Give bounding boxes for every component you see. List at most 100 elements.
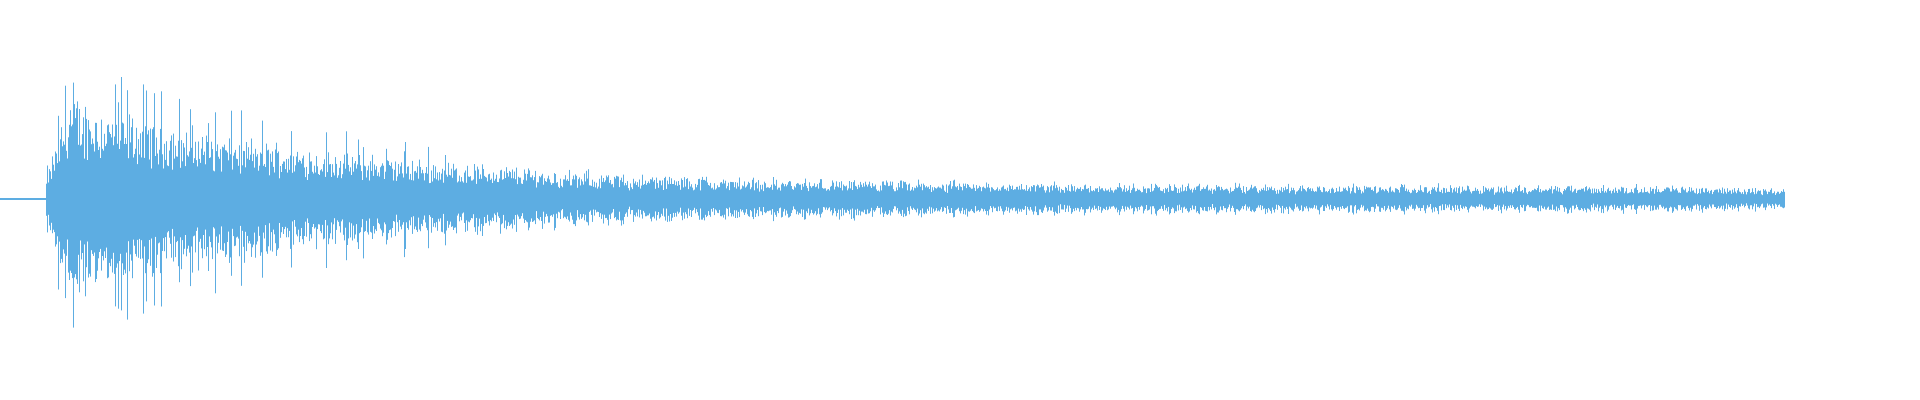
waveform-sample [97,141,98,271]
waveform-sample [1728,192,1729,205]
waveform-sample [1309,189,1310,208]
waveform-sample [1702,187,1703,213]
waveform-sample [470,176,471,221]
waveform-sample [1114,190,1115,208]
waveform-sample [1350,193,1351,206]
waveform-sample [1611,193,1612,205]
waveform-sample [1752,188,1753,210]
waveform-sample [1030,191,1031,207]
waveform-sample [948,185,949,210]
waveform-sample [1541,192,1542,206]
waveform-sample [862,187,863,212]
waveform-sample [679,184,680,213]
waveform-sample [832,180,833,216]
waveform-sample [1659,191,1660,205]
waveform-sample [720,182,721,217]
waveform-sample [1745,191,1746,206]
waveform-sample [603,178,604,224]
waveform-sample [1097,188,1098,211]
waveform-sample [1260,191,1261,206]
waveform-sample [1536,190,1537,208]
waveform-sample [47,165,48,233]
waveform-sample [1710,190,1711,207]
waveform-sample [1284,190,1285,209]
waveform-sample [685,186,686,213]
waveform-sample [360,165,361,233]
waveform-sample [1095,188,1096,210]
waveform-sample [667,180,668,222]
waveform-sample [758,180,759,217]
waveform-sample [850,188,851,210]
waveform-sample [237,159,238,237]
waveform-sample [792,189,793,211]
waveform-sample [246,142,247,252]
waveform-sample [567,179,568,217]
waveform-sample [1580,189,1581,210]
waveform-sample [1423,192,1424,206]
waveform-sample [830,186,831,212]
waveform-sample [423,173,424,220]
waveform-sample [1660,192,1661,205]
waveform-sample [858,184,859,216]
waveform-sample [479,178,480,219]
waveform-sample [1262,190,1263,206]
waveform-sample [1578,189,1579,210]
waveform-sample [236,158,237,238]
waveform-sample [697,184,698,213]
waveform-sample [1280,190,1281,208]
waveform-sample [1606,192,1607,206]
waveform-sample [898,183,899,214]
waveform-sample [866,184,867,215]
waveform-sample [78,144,79,255]
waveform-sample [636,185,637,213]
waveform-sample [1748,189,1749,209]
waveform-sample [783,183,784,212]
waveform-sample [1363,192,1364,206]
waveform-sample [929,189,930,207]
waveform-sample [749,183,750,217]
waveform-sample [1642,192,1643,206]
waveform-sample [1329,189,1330,210]
waveform-sample [136,127,137,257]
waveform-sample [314,165,315,229]
waveform-sample [1035,191,1036,207]
waveform-sample [677,185,678,212]
waveform-sample [1534,188,1535,208]
waveform-sample [626,185,627,213]
waveform-sample [1738,188,1739,212]
waveform-sample [1249,189,1250,207]
waveform-sample [1707,192,1708,208]
waveform-sample [397,176,398,223]
waveform-sample [890,181,891,216]
waveform-sample [639,179,640,218]
waveform-sample [218,156,219,243]
waveform-sample [846,185,847,213]
waveform-sample [595,187,596,210]
waveform-sample [594,181,595,216]
waveform-sample [1259,190,1260,208]
waveform-sample [730,181,731,213]
waveform-sample [609,182,610,215]
waveform-sample [1087,188,1088,210]
waveform-sample [818,188,819,209]
waveform-sample [1400,187,1401,209]
waveform-sample [1549,188,1550,210]
waveform-sample [1257,191,1258,208]
waveform-sample [1612,190,1613,207]
waveform-sample [460,181,461,217]
waveform-sample [690,186,691,210]
waveform-sample [806,185,807,212]
waveform-sample [1238,186,1239,211]
waveform-sample [1032,187,1033,212]
waveform-sample [414,171,415,230]
waveform-sample [137,164,138,240]
waveform-sample [94,151,95,253]
waveform-sample [1559,187,1560,211]
waveform-sample [441,173,442,232]
waveform-sample [941,188,942,208]
waveform-sample [1328,191,1329,207]
waveform-sample [1391,191,1392,207]
waveform-sample [1158,187,1159,210]
waveform-sample [264,164,265,239]
